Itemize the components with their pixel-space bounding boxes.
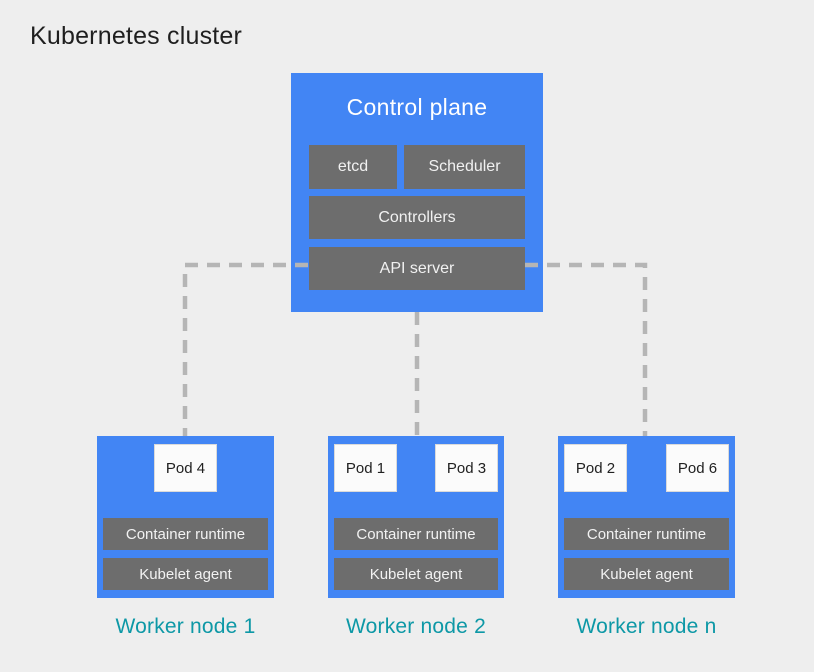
worker-node-2-label: Worker node 2 <box>346 615 486 638</box>
pods-row: Pod 1 Pod 3 <box>334 444 498 492</box>
pod-box: Pod 3 <box>435 444 498 492</box>
worker-node-n-label: Worker node n <box>576 615 717 638</box>
control-plane-row: etcd Scheduler <box>309 145 525 189</box>
pod-box: Pod 4 <box>154 444 217 492</box>
worker-node-2-box: Pod 1 Pod 3 Container runtime Kubelet ag… <box>328 436 504 598</box>
kubelet-agent-box: Kubelet agent <box>334 558 498 590</box>
scheduler-box: Scheduler <box>404 145 525 189</box>
control-plane-title: Control plane <box>346 94 488 120</box>
container-runtime-box: Container runtime <box>334 518 498 550</box>
pod-box: Pod 1 <box>334 444 397 492</box>
connector-line-right <box>525 262 648 436</box>
etcd-box: etcd <box>309 145 397 189</box>
kubelet-agent-box: Kubelet agent <box>103 558 268 590</box>
api-server-box: API server <box>309 247 525 290</box>
container-runtime-box: Container runtime <box>103 518 268 550</box>
worker-node-1-label: Worker node 1 <box>115 615 256 638</box>
worker-node-n-box: Pod 2 Pod 6 Container runtime Kubelet ag… <box>558 436 735 598</box>
diagram-title: Kubernetes cluster <box>30 22 243 50</box>
pod-box: Pod 2 <box>564 444 627 492</box>
control-plane-box: Control plane etcd Scheduler Controllers… <box>291 73 543 312</box>
control-plane-components: etcd Scheduler Controllers API server <box>309 145 525 290</box>
controllers-box: Controllers <box>309 196 525 239</box>
pods-row: Pod 2 Pod 6 <box>564 444 729 492</box>
container-runtime-box: Container runtime <box>564 518 729 550</box>
pod-box: Pod 6 <box>666 444 729 492</box>
pods-row: Pod 4 <box>103 444 268 492</box>
kubelet-agent-box: Kubelet agent <box>564 558 729 590</box>
connector-line-left <box>182 262 308 436</box>
worker-node-1-box: Pod 4 Container runtime Kubelet agent <box>97 436 274 598</box>
